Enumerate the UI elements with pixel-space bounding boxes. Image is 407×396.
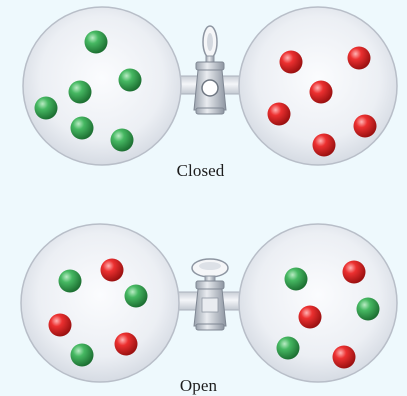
green-molecule	[285, 268, 308, 291]
stopcock-valve-open	[192, 259, 228, 330]
red-molecule	[354, 115, 377, 138]
stopcock-valve-closed	[194, 26, 226, 114]
green-molecule	[111, 129, 134, 152]
red-molecule	[268, 103, 291, 126]
red-molecule	[333, 346, 356, 369]
green-molecule	[59, 270, 82, 293]
green-molecule	[69, 81, 92, 104]
caption-open: Open	[0, 377, 402, 395]
red-molecule	[280, 51, 303, 74]
green-molecule	[71, 117, 94, 140]
open-apparatus	[21, 224, 397, 382]
caption-closed: Closed	[0, 162, 404, 180]
green-molecule	[119, 69, 142, 92]
green-molecule	[125, 285, 148, 308]
green-molecule	[277, 337, 300, 360]
green-molecule	[85, 31, 108, 54]
green-molecule	[35, 97, 58, 120]
green-molecule	[71, 344, 94, 367]
red-molecule	[299, 306, 322, 329]
left-flask	[23, 7, 181, 165]
red-molecule	[310, 81, 333, 104]
red-molecule	[115, 333, 138, 356]
red-molecule	[49, 314, 72, 337]
green-molecule	[357, 298, 380, 321]
red-molecule	[313, 134, 336, 157]
red-molecule	[343, 261, 366, 284]
closed-apparatus	[23, 7, 397, 165]
left-flask	[21, 224, 179, 382]
red-molecule	[348, 47, 371, 70]
red-molecule	[101, 259, 124, 282]
